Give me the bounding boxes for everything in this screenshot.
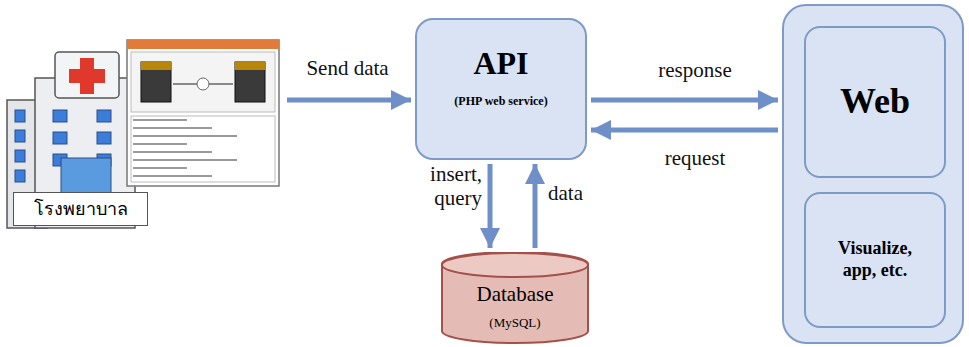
flow-arrow <box>591 128 778 133</box>
flow-arrow <box>287 98 411 103</box>
web-box: Web <box>804 26 946 178</box>
flow-arrow <box>533 164 538 248</box>
node-subtitle: (MySQL) <box>440 315 590 331</box>
edge-label: data <box>548 181 618 205</box>
api-box: API (PHP web service) <box>415 18 587 160</box>
node-title: โรงพยาบาล <box>13 192 148 226</box>
database-cylinder: Database (MySQL) <box>440 252 590 345</box>
edge-label: Send data <box>285 56 410 80</box>
node-title: Web <box>840 80 910 123</box>
node-title: API <box>417 44 585 82</box>
node-title: Visualize, app, etc. <box>820 238 930 281</box>
flow-arrow <box>591 98 778 103</box>
edge-label: insert, query <box>396 162 482 210</box>
hospital-client: โรงพยาบาล <box>5 38 283 232</box>
flow-arrow <box>488 164 493 248</box>
node-subtitle: (PHP web service) <box>417 94 585 108</box>
node-title: Database <box>440 282 590 307</box>
edge-label: response <box>625 58 765 82</box>
visualize-box: Visualize, app, etc. <box>804 192 946 328</box>
edge-label: request <box>630 146 760 170</box>
web-panel: WebVisualize, app, etc. <box>782 4 964 344</box>
